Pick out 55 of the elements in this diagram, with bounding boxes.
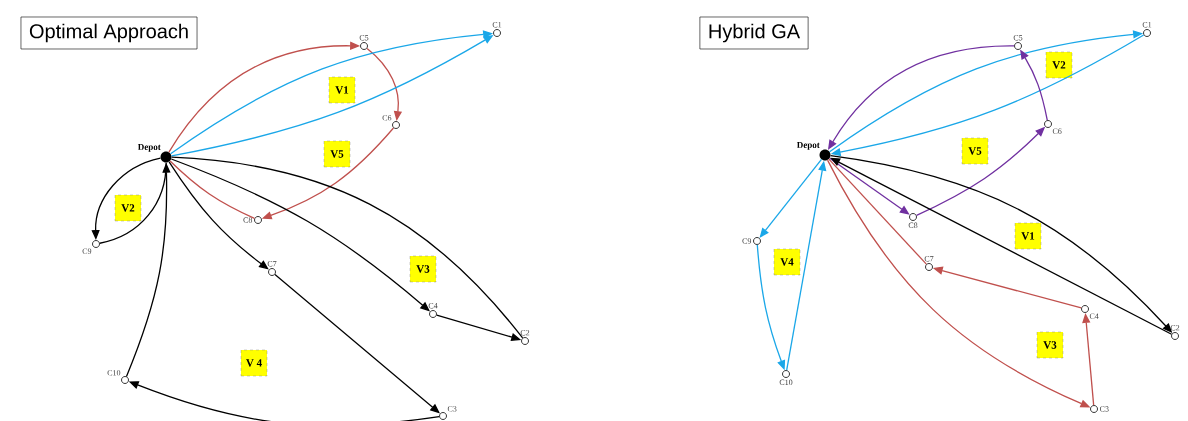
- customer-point: C8: [243, 216, 262, 224]
- node-label: C10: [779, 379, 793, 385]
- customer-point: C1: [492, 22, 502, 37]
- title-box: Optimal Approach: [20, 16, 198, 50]
- node-label: C4: [1089, 313, 1099, 319]
- customer-point: C8: [908, 213, 918, 228]
- route-arrow: [829, 157, 910, 215]
- node-label: C4: [428, 303, 438, 309]
- vehicle-tag: V5: [961, 137, 989, 165]
- customer-point: C7: [924, 256, 934, 271]
- node-label: C6: [382, 115, 392, 121]
- vehicle-tag: V3: [1036, 331, 1064, 359]
- customer-point: C1: [1142, 22, 1152, 37]
- node-label: C2: [520, 330, 530, 336]
- customer-point: C3: [1090, 405, 1109, 413]
- customer-point: C7: [267, 261, 277, 276]
- node-label: C5: [359, 35, 369, 41]
- node-label: C2: [1170, 325, 1180, 331]
- node-label: C3: [447, 406, 457, 412]
- vehicle-tag: V2: [114, 194, 142, 222]
- title-box: Hybrid GA: [699, 16, 809, 50]
- customer-point: C10: [107, 370, 129, 384]
- vehicle-tag: V2: [1045, 51, 1073, 79]
- customer-point: C5: [1013, 35, 1023, 50]
- node-label: C9: [742, 238, 752, 244]
- customer-point: C4: [428, 303, 438, 318]
- customer-point: C3: [439, 406, 457, 420]
- customer-point: C2: [520, 330, 530, 345]
- node-label: C3: [1099, 406, 1109, 412]
- vehicle-tag: V5: [323, 140, 351, 168]
- vehicle-tag: V1: [328, 76, 356, 104]
- customer-point: C6: [382, 115, 400, 129]
- node-label: C5: [1013, 35, 1023, 41]
- vehicle-tag: V3: [409, 255, 437, 283]
- customer-point: C6: [1044, 120, 1062, 134]
- customer-point: C10: [779, 370, 793, 385]
- customer-point: C9: [742, 237, 761, 245]
- customer-point: C9: [82, 240, 100, 254]
- vehicle-tag: V 4: [240, 349, 268, 377]
- node-label: C8: [243, 217, 253, 223]
- node-label: C1: [492, 22, 502, 28]
- node-label: C7: [924, 256, 934, 262]
- node-label: C9: [82, 248, 92, 254]
- vehicle-tag: V4: [773, 248, 801, 276]
- node-label: C6: [1052, 128, 1062, 134]
- node-label: C8: [908, 222, 918, 228]
- customer-point: C5: [359, 35, 369, 50]
- route-arrow: [759, 158, 823, 238]
- customer-point: C2: [1170, 325, 1180, 340]
- node-label: C10: [107, 370, 121, 376]
- route-arrow: [168, 161, 269, 270]
- node-label: C1: [1142, 22, 1152, 28]
- customer-point: C4: [1081, 305, 1099, 319]
- vehicle-tag: V1: [1014, 222, 1042, 250]
- node-label: C7: [267, 261, 277, 267]
